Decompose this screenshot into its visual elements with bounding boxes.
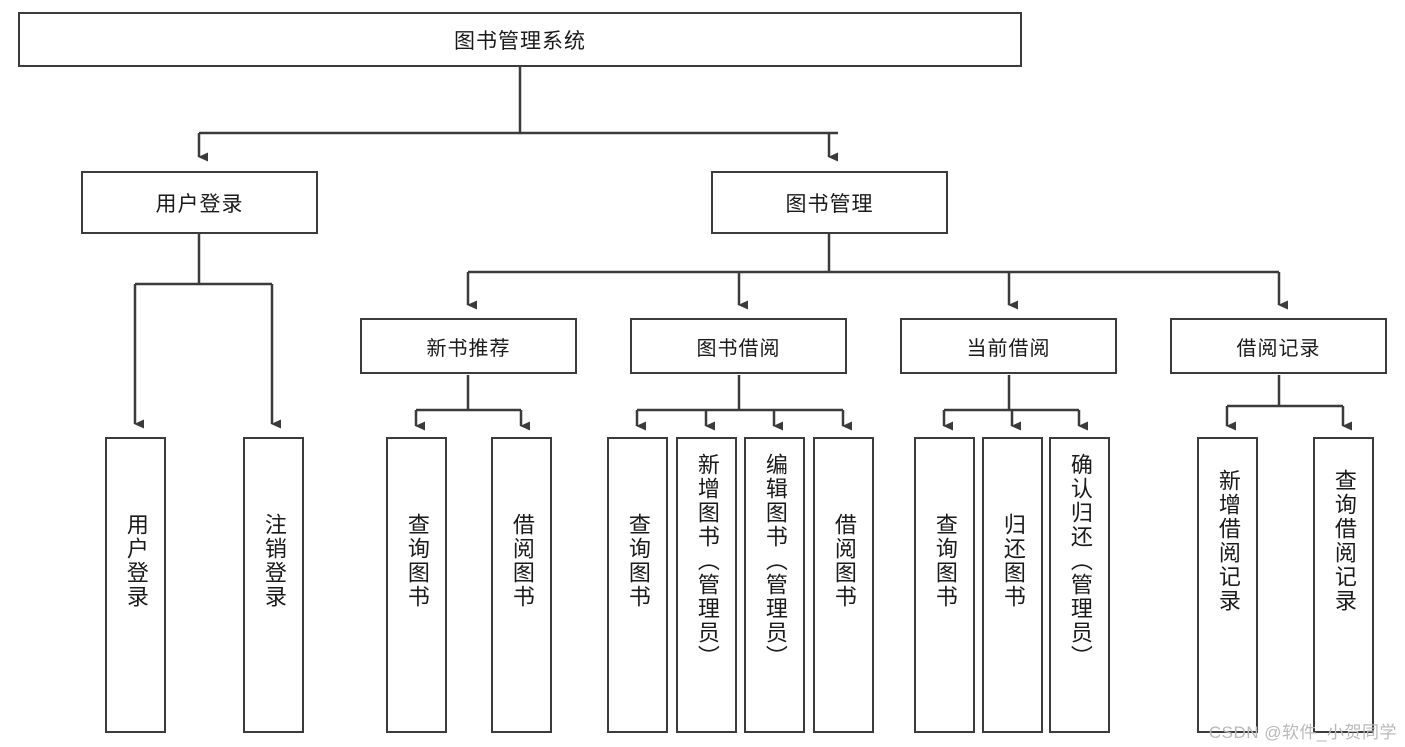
node-label: 用户登录 <box>155 192 244 216</box>
node-leaf-query-book-1[interactable]: 查询图书 <box>386 437 447 733</box>
node-label: 借阅图书 <box>831 513 857 609</box>
node-new-book-recommend[interactable]: 新书推荐 <box>360 318 577 374</box>
node-leaf-confirm-return-admin[interactable]: 确认归还（管理员） <box>1049 437 1110 733</box>
node-book-management[interactable]: 图书管理 <box>711 171 948 234</box>
node-label: 新书推荐 <box>426 337 511 360</box>
node-label: 新增借阅记录 <box>1215 469 1241 613</box>
node-book-borrow[interactable]: 图书借阅 <box>630 318 847 374</box>
node-leaf-borrow-book-2[interactable]: 借阅图书 <box>813 437 874 733</box>
node-label: 查询借阅记录 <box>1331 469 1357 613</box>
node-label: 当前借阅 <box>966 337 1051 360</box>
node-leaf-query-book-2[interactable]: 查询图书 <box>607 437 668 733</box>
node-current-borrow[interactable]: 当前借阅 <box>900 318 1117 374</box>
node-label: 注销登录 <box>261 513 287 609</box>
node-leaf-return-book[interactable]: 归还图书 <box>982 437 1043 733</box>
node-label: 借阅图书 <box>509 513 535 609</box>
node-label: 图书管理系统 <box>454 29 586 53</box>
node-leaf-edit-book-admin[interactable]: 编辑图书（管理员） <box>744 437 805 733</box>
node-leaf-user-login[interactable]: 用户登录 <box>105 437 166 733</box>
node-leaf-add-book-admin[interactable]: 新增图书（管理员） <box>676 437 737 733</box>
node-label: 查询图书 <box>404 513 430 609</box>
node-leaf-add-borrow-record[interactable]: 新增借阅记录 <box>1197 437 1258 733</box>
node-label: 查询图书 <box>625 513 651 609</box>
node-label: 归还图书 <box>1000 513 1026 609</box>
node-label: 编辑图书（管理员） <box>762 453 788 669</box>
node-borrow-record[interactable]: 借阅记录 <box>1170 318 1387 374</box>
node-user-login[interactable]: 用户登录 <box>81 171 318 234</box>
node-root-book-management-system[interactable]: 图书管理系统 <box>18 12 1022 67</box>
node-leaf-query-borrow-record[interactable]: 查询借阅记录 <box>1313 437 1374 733</box>
node-leaf-logout-login[interactable]: 注销登录 <box>243 437 304 733</box>
node-label: 借阅记录 <box>1236 337 1321 360</box>
node-label: 确认归还（管理员） <box>1067 453 1093 669</box>
node-label: 图书借阅 <box>696 337 781 360</box>
node-label: 图书管理 <box>785 192 874 216</box>
node-leaf-borrow-book-1[interactable]: 借阅图书 <box>491 437 552 733</box>
node-label: 查询图书 <box>932 513 958 609</box>
node-leaf-query-book-3[interactable]: 查询图书 <box>914 437 975 733</box>
node-label: 新增图书（管理员） <box>694 453 720 669</box>
watermark: CSDN @软件_小贺同学 <box>1208 723 1397 742</box>
node-label: 用户登录 <box>123 513 149 609</box>
